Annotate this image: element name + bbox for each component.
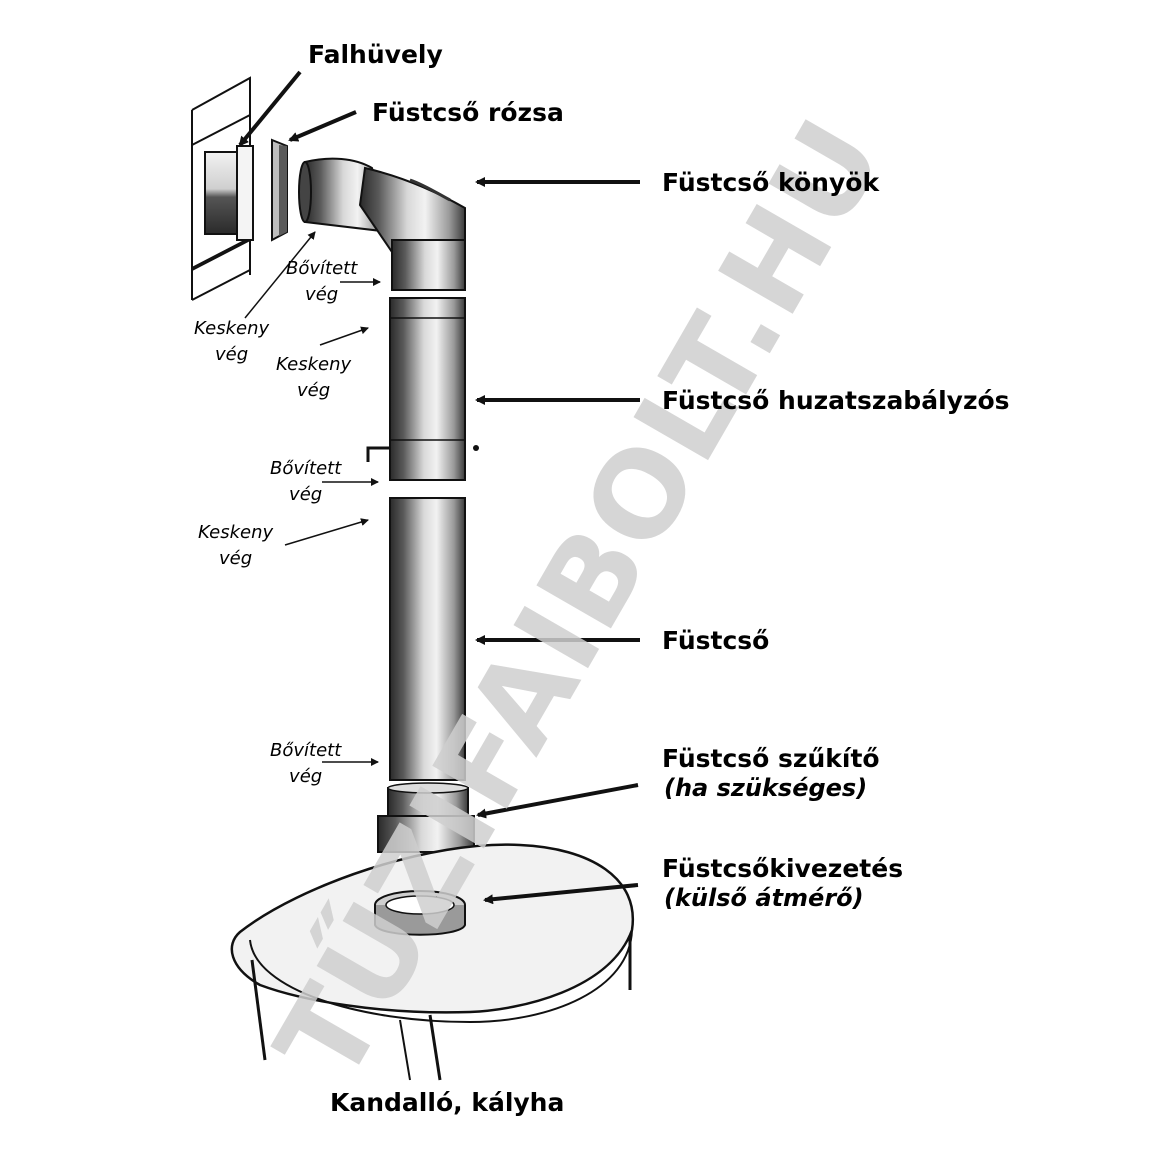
note-bovitett-1: Bővített vég xyxy=(286,258,358,305)
label-kivezetes-note: (külső átmérő) xyxy=(664,884,864,912)
note-bovitett-2: Bővített vég xyxy=(270,458,342,505)
label-huzatszabalyzos: Füstcső huzatszabályzós xyxy=(662,386,1010,415)
note-bovitett-3: Bővített vég xyxy=(270,740,342,787)
end-arrows xyxy=(244,231,381,766)
label-szukito-note: (ha szükséges) xyxy=(664,774,868,802)
pipe-main xyxy=(389,497,466,781)
arrow-rozsa xyxy=(288,110,357,142)
pipe-rosette xyxy=(271,138,288,242)
label-konyok: Füstcső könyök xyxy=(662,168,880,197)
wall-sleeve xyxy=(204,145,254,241)
label-falhuvely: Falhüvely xyxy=(308,40,443,69)
label-fustcso: Füstcső xyxy=(662,626,770,655)
note-keskeny-2: Keskeny vég xyxy=(276,354,352,401)
stove xyxy=(230,843,635,1081)
label-kivezetes: Füstcsőkivezetés xyxy=(662,854,904,883)
label-szukito: Füstcső szűkítő xyxy=(662,744,880,773)
arrow-szukito xyxy=(476,783,639,819)
pipe-with-damper xyxy=(366,297,479,481)
label-kandallo: Kandalló, kályha xyxy=(330,1088,565,1117)
pipe-reducer xyxy=(377,782,475,853)
pointer-arrows xyxy=(238,70,640,905)
label-rozsa: Füstcső rózsa xyxy=(372,98,564,127)
arrow-falhuvely xyxy=(238,70,302,147)
pipe-elbow xyxy=(298,157,466,291)
arrow-kivezetes xyxy=(483,883,639,905)
note-keskeny-1: Keskeny vég xyxy=(194,318,270,365)
note-keskeny-3: Keskeny vég xyxy=(198,522,274,569)
